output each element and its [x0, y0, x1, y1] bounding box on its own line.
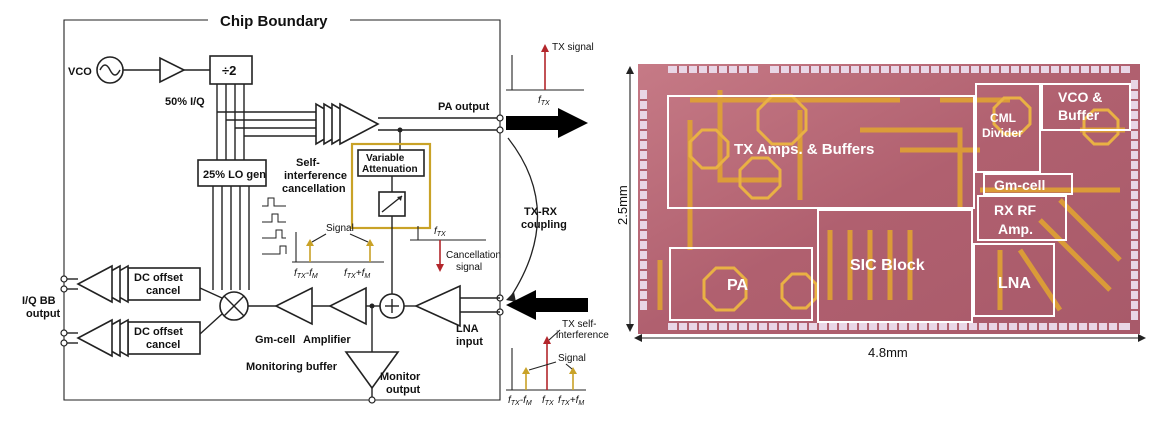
amplifier-triangle — [328, 286, 367, 326]
cml-divider-label: CML — [990, 111, 1016, 125]
schematic: Chip Boundary VCO ÷2 50% I/Q 25% LO gen — [22, 13, 609, 407]
tx-spectrum-inset: TX signal fTX — [506, 42, 594, 107]
svg-text:Divider: Divider — [982, 126, 1023, 140]
gm-cell-die-label: Gm-cell — [994, 177, 1045, 193]
bb-buffer-q — [76, 318, 113, 358]
die-width-label: 4.8mm — [868, 345, 908, 360]
bb-buffer-i — [76, 264, 113, 304]
lna-input-label: LNA — [456, 323, 479, 335]
tx-amps-label: TX Amps. & Buffers — [734, 141, 874, 158]
svg-text:DC offset: DC offset — [134, 326, 183, 338]
cancellation-spectrum-inset: fTX Cancellation signal — [410, 226, 501, 273]
svg-text:fTX-fM: fTX-fM — [508, 395, 532, 407]
tx-self-interference-label: TX self- — [562, 319, 596, 330]
lo-gen-block — [197, 159, 267, 187]
lna-die-label: LNA — [998, 275, 1031, 292]
vco-label: VCO — [68, 66, 92, 78]
signal-label: Signal — [326, 223, 354, 234]
die-photo: 2.5mm 4.8mm — [615, 64, 1146, 360]
ftx-label: f — [538, 95, 542, 106]
svg-text:cancel: cancel — [146, 339, 180, 351]
gm-cell-triangle — [274, 286, 313, 326]
lna-triangle — [414, 284, 461, 328]
svg-text:input: input — [456, 336, 483, 348]
pa-outline — [669, 247, 813, 321]
variable-attenuation-box — [350, 142, 432, 230]
chip-boundary-label: Chip Boundary — [220, 13, 328, 30]
tx-amps-outline — [667, 95, 975, 209]
monitoring-buffer-triangle — [344, 351, 400, 390]
svg-text:output: output — [386, 384, 421, 396]
lo-pulses-icon — [262, 197, 287, 255]
svg-text:Signal: Signal — [558, 353, 586, 364]
svg-text:fTX: fTX — [434, 226, 446, 238]
vco-buffer-outline — [1041, 83, 1131, 131]
rx-rf-amp-outline — [977, 195, 1067, 241]
svg-text:fTX: fTX — [542, 395, 554, 407]
pa-triangle — [339, 102, 380, 146]
cancellation-signal-label: Cancellation — [446, 250, 501, 261]
vco-buffer-label: VCO & — [1058, 89, 1102, 105]
svg-text:fTX: fTX — [538, 95, 550, 107]
iq-bb-output-label: I/Q BB — [22, 295, 56, 307]
monitoring-buffer-label: Monitoring buffer — [246, 361, 338, 373]
svg-text:Attenuation: Attenuation — [362, 164, 418, 175]
rx-spectrum-inset: TX self- interference Signal fTX-fM fTX … — [506, 319, 609, 407]
divide-by-2-block — [209, 55, 253, 85]
svg-text:fTX+fM: fTX+fM — [344, 268, 370, 280]
lo-gen-label: 25% LO gen — [203, 169, 266, 181]
svg-text:output: output — [26, 308, 61, 320]
die-height-label: 2.5mm — [615, 185, 630, 225]
svg-text:Amp.: Amp. — [998, 221, 1033, 237]
svg-text:coupling: coupling — [521, 219, 567, 231]
svg-text:fTX+fM: fTX+fM — [558, 395, 584, 407]
iq-50-label: 50% I/Q — [165, 96, 205, 108]
svg-text:Buffer: Buffer — [1058, 107, 1100, 123]
tx-signal-label: TX signal — [552, 42, 594, 53]
sic-label: Self- interference cancellation — [282, 157, 350, 195]
tx-output-arrow — [506, 108, 588, 138]
rx-rf-amp-label: RX RF — [994, 202, 1036, 218]
variable-attenuation-label-box — [357, 149, 425, 177]
rx-input-arrow — [506, 290, 588, 320]
vco-buffer-triangle — [159, 56, 186, 84]
monitor-output-label: Monitor — [380, 371, 421, 383]
sine-wave-icon — [99, 64, 121, 76]
amplifier-label: Amplifier — [303, 334, 351, 346]
gm-cell-label: Gm-cell — [255, 334, 295, 346]
svg-text:cancel: cancel — [146, 285, 180, 297]
svg-text:DC offset: DC offset — [134, 272, 183, 284]
divide-by-2-label: ÷2 — [222, 63, 236, 78]
lna-outline — [973, 243, 1055, 317]
svg-text:interference: interference — [556, 330, 609, 341]
gm-cell-outline — [983, 173, 1073, 195]
svg-text:Variable: Variable — [366, 153, 405, 164]
chip-boundary-box — [63, 19, 501, 401]
sic-block-label: SIC Block — [850, 257, 925, 274]
pa-die-label: PA — [727, 277, 748, 294]
svg-text:fTX-fM: fTX-fM — [294, 268, 318, 280]
pa-output-label: PA output — [438, 101, 490, 113]
svg-text:TX-RX: TX-RX — [524, 206, 558, 218]
cml-divider-outline — [975, 83, 1041, 173]
svg-text:signal: signal — [456, 262, 482, 273]
sic-block-outline — [817, 209, 973, 323]
signal-spectrum-inset: Signal fTX-fM fTX+fM — [292, 223, 384, 280]
tx-rx-coupling-arrow — [507, 137, 539, 299]
